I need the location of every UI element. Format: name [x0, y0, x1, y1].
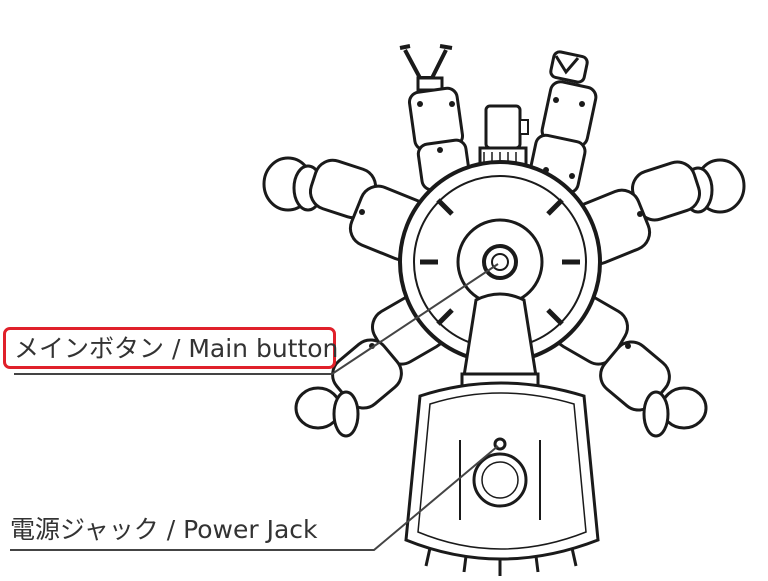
arm-middle-right	[568, 158, 746, 266]
robot-body	[404, 292, 600, 576]
main-button-label: メインボタン / Main button	[14, 334, 339, 363]
power-jack-label: 電源ジャック / Power Jack	[10, 515, 318, 544]
main-button-leader	[14, 263, 499, 375]
top-connector	[478, 104, 529, 168]
leader-lines	[10, 263, 499, 551]
power-jack-leader	[10, 445, 499, 551]
arm-middle-left	[262, 156, 432, 262]
main-button[interactable]	[482, 244, 518, 280]
arm-lower-left	[294, 292, 447, 438]
main-button-highlight-box	[3, 327, 336, 369]
